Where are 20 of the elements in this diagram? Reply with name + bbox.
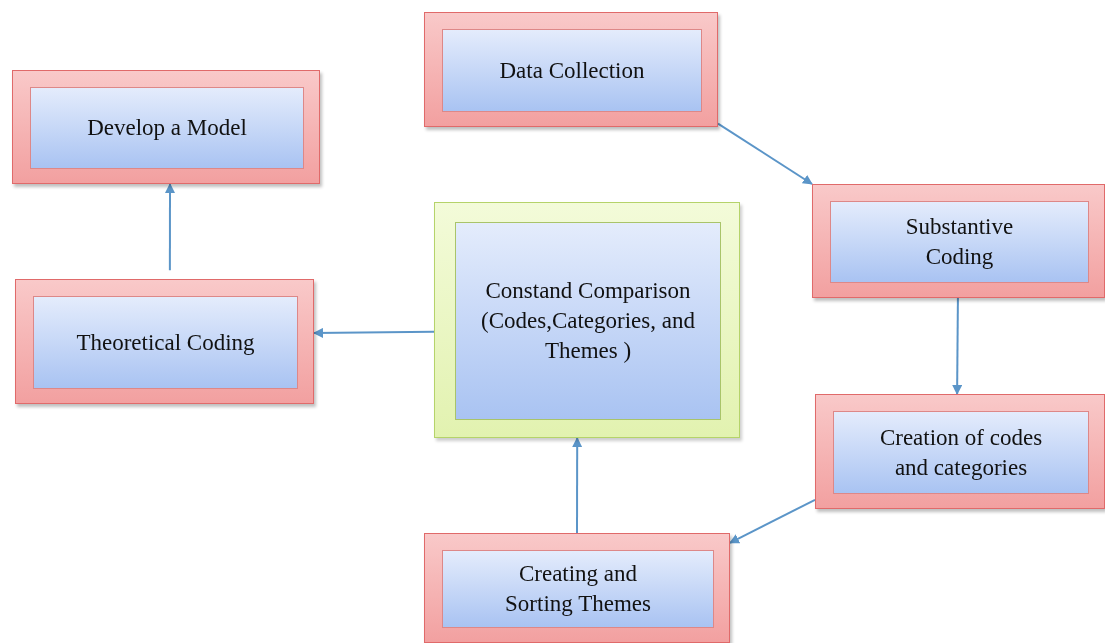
process-box <box>424 12 718 127</box>
process-box <box>424 533 730 643</box>
arrow <box>729 498 816 544</box>
process-box <box>812 184 1105 298</box>
process-box <box>12 70 320 184</box>
box-label: Constand Comparison (Codes,Categories, and Themes ) <box>480 277 696 365</box>
process-box <box>815 394 1105 509</box>
process-box <box>434 202 740 438</box>
process-box <box>15 279 314 404</box>
arrow <box>313 327 435 338</box>
box-label: Data Collection <box>499 56 645 85</box>
box-label: Creating and Sorting Themes <box>504 560 652 618</box>
arrow <box>952 297 963 395</box>
arrow <box>717 122 813 185</box>
box-label: Develop a Model <box>87 114 247 142</box>
box-label: Creation of codes and categories <box>878 423 1044 482</box>
box-label: Substantive Coding <box>904 213 1015 271</box>
arrow <box>572 437 583 534</box>
arrow <box>165 183 175 272</box>
box-label: Theoretical Coding <box>76 328 255 357</box>
